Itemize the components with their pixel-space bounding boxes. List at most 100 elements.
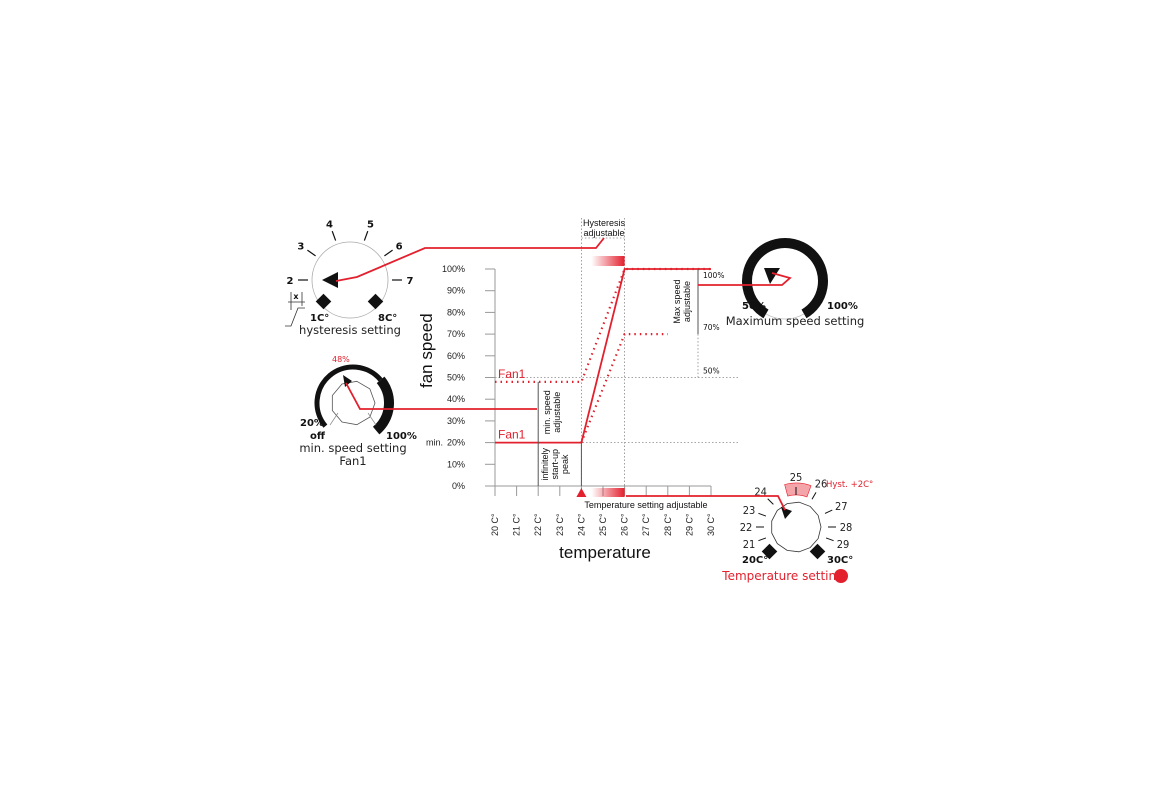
temperature-mark [811,492,817,500]
hysteresis-min-label: 1C° [310,313,329,324]
x-tick-label: 30 C° [706,513,716,536]
series-label-fan1-min: Fan1 [498,428,526,442]
max-speed-link-line [698,272,792,286]
y-tick-label: 70% [447,329,465,339]
x-tick-label: 29 C° [684,513,694,536]
temperature-mark [825,537,834,542]
min-speed-annotation-line: adjustable [552,392,562,433]
min-speed-lower-left-tick [329,412,339,426]
temperature-hysteresis-band [784,482,812,498]
temperature-pointer-icon [781,507,792,519]
x-tick-label: 27 C° [641,513,651,536]
y-tick-label: 40% [447,394,465,404]
max-speed-annotation-line: adjustable [682,281,692,322]
hysteresis-max-label: 8C° [378,313,397,324]
x-tick-label: 21 C° [512,513,522,536]
y-tick-label: 90% [447,286,465,296]
series-label-fan1-max: Fan1 [498,367,526,381]
min-speed-annotation-line: min. speed [542,390,552,434]
hysteresis-mark-label: 7 [407,276,414,287]
hysteresis-mark [363,230,369,241]
hysteresis-mark [307,249,316,257]
x-tick-label: 28 C° [663,513,673,536]
hysteresis-symbol-icon [285,292,305,327]
min-speed-annotation: min. speedadjustable [542,390,562,434]
hysteresis-mark-label: 5 [367,220,374,231]
temperature-mark-label: 26 [815,478,828,491]
x-tick-label: 26 C° [620,513,630,536]
hysteresis-mark-label: 4 [326,220,333,231]
temperature-mark-label: 23 [743,504,756,517]
min-speed-caption-line1: min. speed setting [299,441,406,455]
x-axis-label: temperature [559,543,651,562]
temperature-mark [767,498,774,505]
temperature-setting-annotation: Temperature setting adjustable [584,500,707,510]
temperature-mark [758,512,767,517]
min-speed-lower-right-tick [367,412,377,426]
hysteresis-min-stop-icon [315,293,332,310]
hysteresis-mark-label: 3 [297,242,304,253]
hysteresis-mark [331,230,337,241]
temperature-max-stop-icon [809,543,826,560]
fan-speed-chart: 0%10%20%30%40%50%60%70%80%90%100%min.20 … [426,218,740,536]
temperature-caption: Temperature setting [721,569,843,583]
startup-annotation-line: peak [560,454,570,474]
hysteresis-max-stop-icon [367,293,384,310]
min-speed-min-label: 20% [300,418,324,429]
hysteresis-mark-label: 6 [396,242,403,253]
temperature-max-label: 30C° [827,555,853,566]
hysteresis-link-line [335,237,605,282]
temperature-mark-label: 29 [837,538,850,551]
temperature-min-label: 20C° [742,555,768,566]
min-speed-link-line [345,382,537,410]
y-tick-label: 0% [452,481,465,491]
y-tick-label: 20% [447,438,465,448]
min-speed-inner-ring [331,380,376,426]
temperature-mark-label: 22 [740,521,753,534]
y-tick-label: 100% [442,264,465,274]
x-tick-label: 22 C° [533,513,543,536]
max-100-label: 100% [703,271,724,280]
max-speed-caption: Maximum speed setting [726,314,865,328]
hysteresis-pointer-icon [322,272,338,288]
min-speed-value-label: 48% [332,355,350,364]
min-speed-dial[interactable]: 48% 20% off 100% min. speed setting Fan1 [299,355,537,468]
max-speed-annotation-line: Max speed [672,280,682,324]
min-speed-off-label: off [310,431,326,442]
temperature-link-line [626,495,786,511]
temperature-indicator-icon [834,569,848,583]
temperature-hysteresis-label: Hyst. +2C° [826,480,873,490]
temperature-min-stop-icon [761,543,778,560]
max-speed-dial[interactable]: 50% 100% Maximum speed setting [698,238,865,328]
hysteresis-mark-label: 2 [287,276,294,287]
max-70-label: 70% [703,323,720,332]
startup-annotation-line: infinitely [540,448,550,481]
y-tick-label: 60% [447,351,465,361]
startup-annotation-line: start-up [550,449,560,480]
hysteresis-annotation-line1: Hysteresis [583,218,626,228]
max-50-label: 50% [703,367,720,376]
y-axis-label: fan speed [417,313,436,388]
y-tick-label: 10% [447,459,465,469]
max-speed-arc [742,238,828,319]
min-speed-pointer-icon [343,375,352,387]
y-tick-label: 80% [447,307,465,317]
hysteresis-caption: hysteresis setting [299,323,401,337]
max-speed-pointer-icon [764,268,780,284]
hysteresis-mark [384,249,393,257]
temperature-gradient-bar [591,488,625,497]
y-tick-label: 30% [447,416,465,426]
startup-annotation: infinitelystart-uppeak [540,448,570,481]
max-speed-max-label: 100% [827,301,858,312]
temperature-mark [824,509,833,514]
x-tick-label: 24 C° [576,513,586,536]
temperature-inner-ring [771,501,822,553]
temperature-mark-label: 28 [840,521,853,534]
max-speed-annotation: Max speedadjustable [672,280,692,324]
min-speed-caption-line2: Fan1 [339,454,366,468]
temperature-mark-label: 21 [743,538,756,551]
max-speed-gap-arc [765,313,805,320]
